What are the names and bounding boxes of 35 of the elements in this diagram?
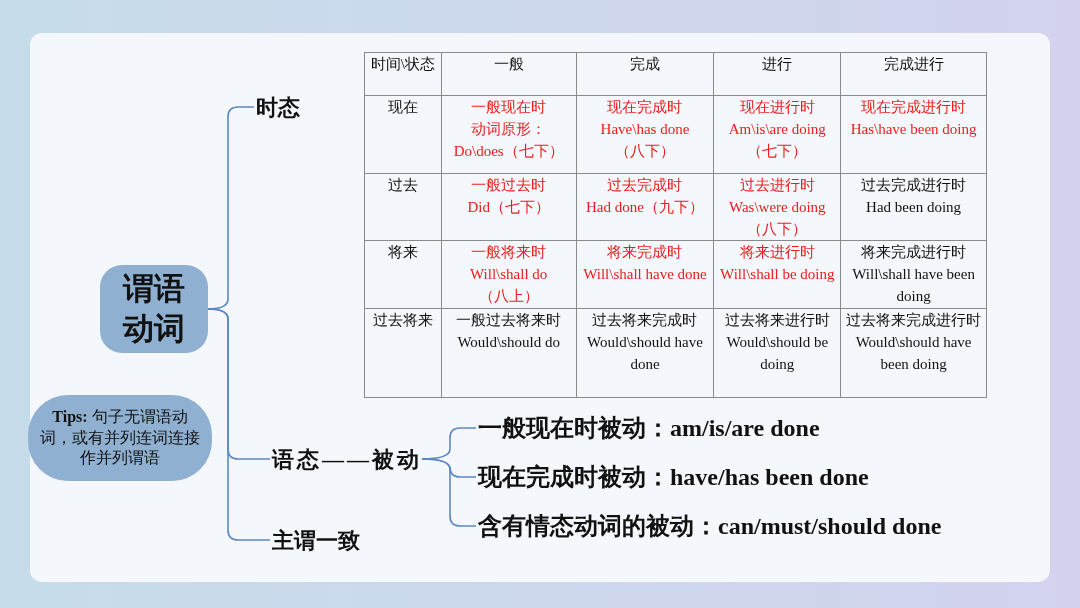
table-cell: 完成进行 <box>840 52 987 96</box>
table-cell: 现在完成时 Have\has done （八下） <box>576 95 714 174</box>
topic-box: 谓语动词 <box>100 265 208 353</box>
table-cell: 将来进行时 Will\shall be doing <box>713 240 841 309</box>
table-cell: 过去将来 <box>364 308 442 398</box>
table-cell: 现在完成进行时 Has\have been doing <box>840 95 987 174</box>
branch-label: 含有情态动词的被动：can/must/should done <box>478 509 942 543</box>
table-cell: 过去完成时 Had done（九下） <box>576 173 714 241</box>
table-cell: 过去进行时 Was\were doing （八下） <box>713 173 841 241</box>
table-cell: 将来完成时 Will\shall have done <box>576 240 714 309</box>
table-cell: 过去 <box>364 173 442 241</box>
brace-connector <box>421 458 477 527</box>
table-cell: 一般将来时 Will\shall do （八上） <box>441 240 577 309</box>
table-cell: 一般过去将来时 Would\should do <box>441 308 577 398</box>
branch-label: 语态——被动 <box>272 442 422 476</box>
table-cell: 过去将来进行时 Would\should be doing <box>713 308 841 398</box>
table-cell: 过去完成进行时 Had been doing <box>840 173 987 241</box>
table-cell: 将来完成进行时 Will\shall have been doing <box>840 240 987 309</box>
table-cell: 过去将来完成进行时 Would\should have been doing <box>840 308 987 398</box>
table-cell: 时间\状态 <box>364 52 442 96</box>
table-cell: 一般过去时 Did（七下） <box>441 173 577 241</box>
table-cell: 进行 <box>713 52 841 96</box>
table-cell: 过去将来完成时 Would\should have done <box>576 308 714 398</box>
table-cell: 现在 <box>364 95 442 174</box>
branch-label: 时态 <box>256 90 316 124</box>
table-cell: 现在进行时 Am\is\are doing （七下） <box>713 95 841 174</box>
tip-box: Tips: 句子无谓语动词，或有并列连词连接作并列谓语 <box>28 395 212 481</box>
table-cell: 一般现在时 动词原形： Do\does（七下） <box>441 95 577 174</box>
branch-label: 现在完成时被动：have/has been done <box>478 460 869 494</box>
brace-connector <box>207 308 271 541</box>
table-cell: 将来 <box>364 240 442 309</box>
branch-label: 主谓一致 <box>272 523 388 557</box>
table-cell: 一般 <box>441 52 577 96</box>
branch-label: 一般现在时被动：am/is/are done <box>478 411 820 445</box>
table-cell: 完成 <box>576 52 714 96</box>
